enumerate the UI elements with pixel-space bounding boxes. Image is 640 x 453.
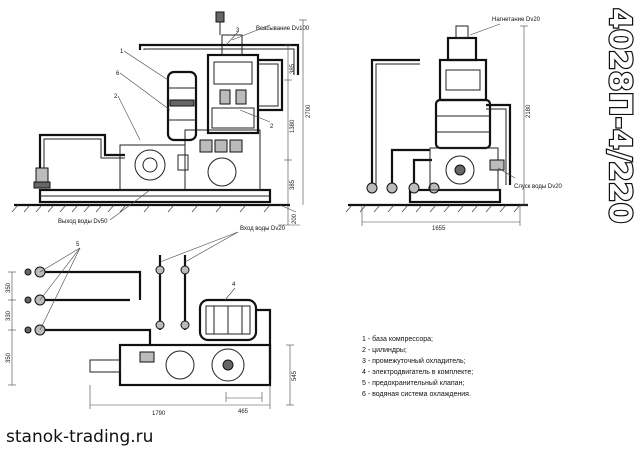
callout-6: 6 <box>116 71 120 77</box>
label-water-out-front: Выход воды Dv50 <box>58 219 108 225</box>
callout-5: 5 <box>76 242 80 248</box>
side-view: Нагнетание Dv20 Слуск воды Dv20 2180 165… <box>345 17 563 232</box>
callout-1: 1 <box>120 49 124 55</box>
legend-item-2: 2 - цилиндры; <box>362 347 407 354</box>
callout-4: 4 <box>232 282 236 288</box>
plan-view: 5 Вход воды Dv20 4 350 330 350 545 1790 … <box>6 226 298 417</box>
dim-front-1380: 1380 <box>290 119 296 133</box>
legend-item-5: 5 - предохранительный клапан; <box>362 379 464 387</box>
dim-plan-350-b: 350 <box>6 352 12 363</box>
callout-3: 3 <box>236 28 240 34</box>
dim-plan-350-a: 350 <box>6 282 12 293</box>
label-discharge: Нагнетание Dv20 <box>492 17 541 23</box>
dim-front-2700: 2700 <box>306 104 312 118</box>
dim-plan-1790: 1790 <box>152 411 166 417</box>
dim-front-385-mid: 385 <box>290 179 296 190</box>
legend-item-3: 3 - промежуточный охладитель; <box>362 357 466 365</box>
watermark: stanok-trading.ru <box>6 427 153 447</box>
legend-item-4: 4 - электродвигатель в комплекте; <box>362 369 473 376</box>
dim-plan-545: 545 <box>292 370 298 381</box>
model-title: 4028П-4/220 <box>602 8 637 224</box>
callout-2b: 2 <box>270 124 274 130</box>
dim-plan-330: 330 <box>6 310 12 321</box>
legend: 1 - база компрессора; 2 - цилиндры; 3 - … <box>362 335 473 398</box>
dim-side-1655: 1655 <box>432 226 446 232</box>
callout-2: 2 <box>114 94 118 100</box>
label-water-drain: Слуск воды Dv20 <box>514 184 563 190</box>
label-water-in: Вход воды Dv20 <box>240 226 286 232</box>
dim-front-385-top: 385 <box>290 63 296 74</box>
dim-side-2180: 2180 <box>526 104 532 118</box>
dim-plan-465: 465 <box>238 409 249 415</box>
label-suction: Всасывание Dv100 <box>256 26 310 32</box>
dim-front-200: 200 <box>292 213 298 224</box>
legend-item-6: 6 - водяная система охлаждения. <box>362 391 471 398</box>
front-view: 1 6 2 3 2 Всасывание Dv100 Выход воды Dv… <box>11 11 312 226</box>
legend-item-1: 1 - база компрессора; <box>362 335 433 343</box>
